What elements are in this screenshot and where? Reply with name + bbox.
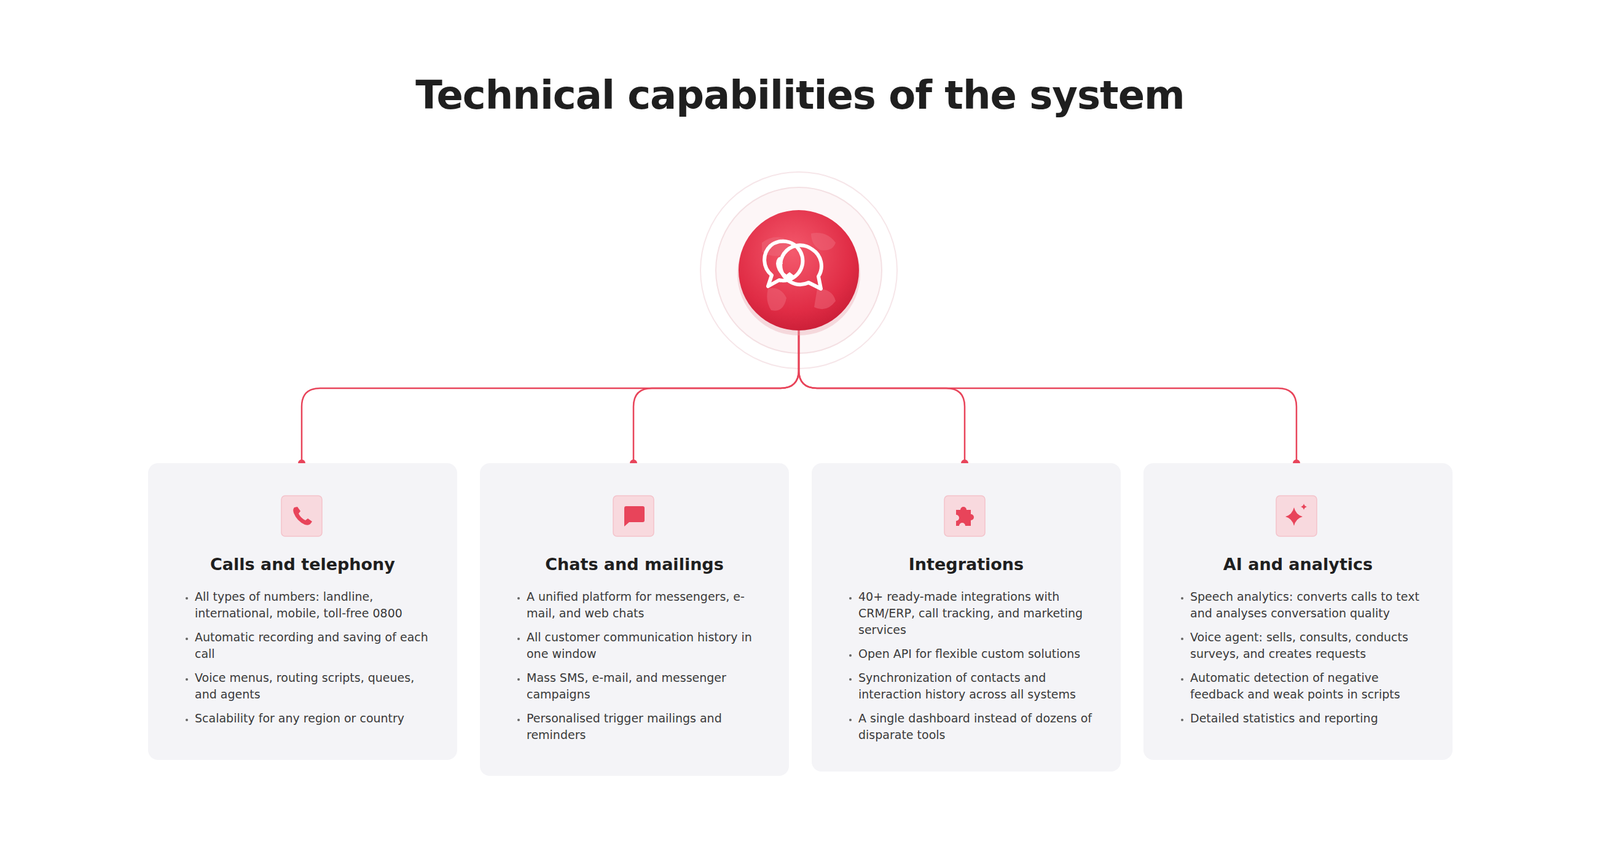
card-heading: AI and analytics — [1165, 554, 1431, 574]
bullet-list: 40+ ready-made integrations with CRM/ERP… — [833, 588, 1099, 744]
bullet-item: A unified platform for messengers, e-mai… — [526, 588, 767, 622]
bullet-item: Personalised trigger mailings and remind… — [526, 710, 767, 744]
bullet-item: Voice menus, routing scripts, queues, an… — [194, 669, 436, 703]
chat-icon — [613, 495, 654, 537]
bullet-item: Detailed statistics and reporting — [1190, 710, 1431, 727]
bullet-list: All types of numbers: landline, internat… — [170, 588, 436, 727]
capability-card: AI and analyticsSpeech analytics: conver… — [1143, 463, 1453, 761]
bullet-item: Open API for flexible custom solutions — [858, 645, 1099, 663]
card-heading: Integrations — [833, 554, 1099, 574]
bullet-item: Automatic detection of negative feedback… — [1190, 669, 1431, 703]
halo-ring — [715, 187, 882, 354]
globe-icon — [737, 210, 861, 336]
bullet-item: Scalability for any region or country — [194, 710, 436, 727]
capability-card: Chats and mailings A unified platform for… — [479, 463, 789, 777]
branch-lines — [301, 325, 1297, 464]
bullet-item: Automatic recording and saving of each c… — [194, 629, 436, 663]
phone-icon — [281, 495, 322, 537]
bullet-list: Speech analytics: converts calls to text… — [1165, 588, 1431, 727]
halo-ring — [700, 172, 898, 369]
bullet-item: All customer communication history in on… — [526, 629, 767, 663]
puzzle-icon — [944, 495, 985, 537]
icon-space — [833, 495, 1099, 537]
bullet-item: A single dashboard instead of dozens of … — [858, 710, 1099, 744]
capability-card: Integrations 40+ ready-made integrations … — [811, 463, 1121, 772]
bullet-item: Synchronization of contacts and interact… — [858, 669, 1099, 703]
card-heading: Chats and mailings — [501, 554, 767, 574]
bullet-item: Voice agent: sells, consults, conducts s… — [1190, 629, 1431, 663]
bullet-item: Speech analytics: converts calls to text… — [1190, 588, 1431, 622]
sparkle-icon — [1276, 495, 1317, 537]
icon-space — [501, 495, 767, 537]
card-heading: Calls and telephony — [170, 554, 436, 574]
bullet-item: Mass SMS, e-mail, and messenger campaign… — [526, 669, 767, 703]
bullet-list: A unified platform for messengers, e-mai… — [501, 588, 767, 744]
bullet-item: 40+ ready-made integrations with CRM/ERP… — [858, 588, 1099, 639]
icon-space — [1165, 495, 1431, 537]
capability-card: Calls and telephonyAll types of numbers:… — [148, 463, 458, 761]
bullet-item: All types of numbers: landline, internat… — [194, 588, 436, 622]
diagram-title: Technical capabilities of the system — [0, 72, 1600, 118]
icon-space — [170, 495, 436, 537]
